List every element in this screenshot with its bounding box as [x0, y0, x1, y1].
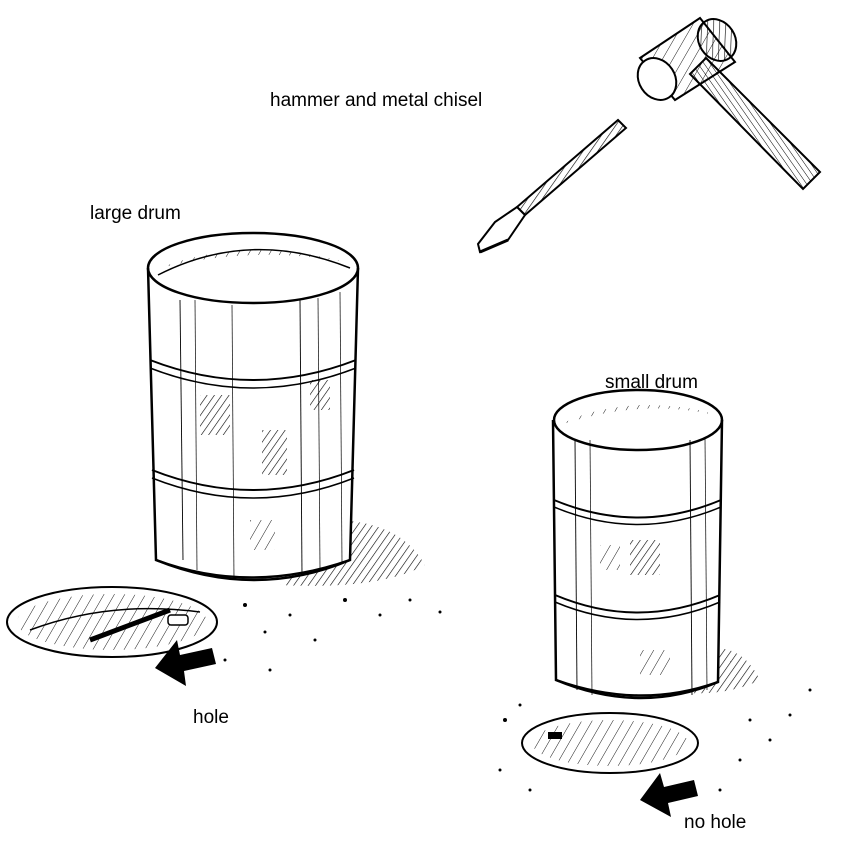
small-drum: [553, 390, 760, 698]
arrow-no-hole-icon: [640, 773, 698, 817]
debris-dots: [224, 598, 812, 792]
large-drum: [148, 233, 425, 586]
tools-label: hammer and metal chisel: [270, 90, 482, 111]
hole-label: hole: [193, 707, 229, 728]
small-drum-lid: [522, 713, 698, 773]
no-hole-label: no hole: [684, 812, 746, 833]
large-drum-label: large drum: [90, 203, 181, 224]
lid-hole: [168, 615, 188, 625]
large-drum-lid: [7, 587, 217, 657]
chisel-icon: [478, 120, 626, 252]
hammer-icon: [630, 12, 820, 189]
